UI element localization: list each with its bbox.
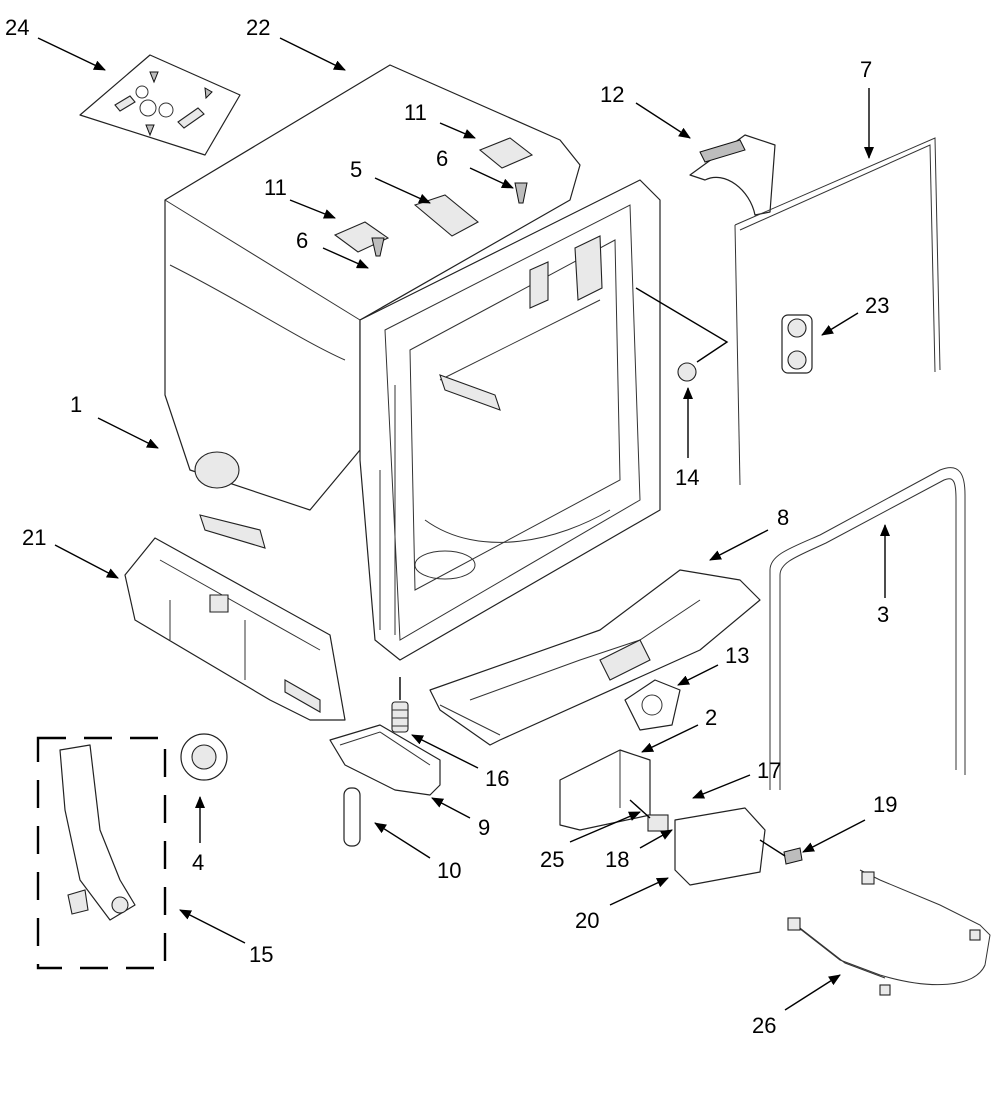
- callout-11a: 11: [404, 100, 427, 125]
- callout-9: 9: [478, 815, 490, 840]
- hardware-kit-bag: [79, 54, 241, 156]
- callout-7: 7: [860, 57, 872, 82]
- callout-3: 3: [877, 602, 889, 627]
- leader-16: [411, 734, 479, 769]
- leader-18: [639, 829, 673, 849]
- callout-14: 14: [675, 465, 699, 490]
- callout-12: 12: [600, 82, 624, 107]
- callout-1: 1: [70, 392, 82, 417]
- callout-18: 18: [605, 847, 629, 872]
- leader-19: [802, 819, 866, 853]
- leveling-leg: [391, 677, 409, 733]
- callout-17: 17: [757, 758, 781, 783]
- center-bracket: [413, 194, 479, 237]
- leader-22: [279, 37, 346, 71]
- leader-21: [54, 544, 119, 579]
- plug: [635, 287, 729, 382]
- screw-right: [514, 182, 528, 204]
- leader-12: [635, 102, 691, 139]
- door-gasket-side: [734, 137, 941, 486]
- leader-6a: [469, 167, 514, 189]
- base: [429, 569, 761, 746]
- drip-tray: [329, 724, 441, 796]
- callout-8: 8: [777, 505, 789, 530]
- leader-10: [374, 822, 431, 859]
- callout-21: 21: [22, 525, 46, 550]
- callout-6a: 6: [436, 146, 448, 171]
- leader-11a: [439, 122, 476, 139]
- callout-5: 5: [350, 157, 362, 182]
- leader-2: [641, 724, 699, 753]
- wire-harness: [787, 869, 991, 996]
- leader-6b: [322, 247, 369, 269]
- spacer-tube: [343, 787, 361, 847]
- mounting-bracket-right: [478, 137, 534, 169]
- leader-1: [97, 417, 159, 449]
- screw-left: [371, 237, 385, 257]
- mounting-bracket-left: [333, 221, 390, 253]
- bottom-door-gasket: [769, 467, 966, 790]
- callout-24: 24: [5, 15, 29, 40]
- leader-11b: [289, 199, 336, 219]
- leader-26: [784, 974, 841, 1011]
- insulation-blanket: [164, 64, 581, 549]
- callout-16: 16: [485, 766, 509, 791]
- callout-25: 25: [540, 847, 564, 872]
- base-front-frame: [124, 537, 346, 721]
- callout-labels: 1 2 3 4 5 6 6 7 8 9 10 11 11 12 13 14 15…: [5, 15, 897, 1038]
- leader-19-connector: [759, 839, 786, 857]
- callout-15: 15: [249, 942, 273, 967]
- callout-6b: 6: [296, 228, 308, 253]
- leader-20: [609, 877, 669, 906]
- corner-bracket: [689, 134, 776, 216]
- callout-4: 4: [192, 850, 204, 875]
- callout-13: 13: [725, 643, 749, 668]
- leader-8: [709, 529, 769, 561]
- leader-lines: [37, 37, 890, 1011]
- callout-26: 26: [752, 1013, 776, 1038]
- callout-22: 22: [246, 15, 270, 40]
- callout-10: 10: [437, 858, 461, 883]
- leader-24: [37, 37, 106, 71]
- motor-mount: [624, 679, 681, 731]
- pump-impeller: [180, 733, 228, 781]
- leader-5: [374, 177, 431, 204]
- leader-9: [431, 797, 471, 819]
- callout-23: 23: [865, 293, 889, 318]
- leader-2-connector: [629, 799, 651, 819]
- leader-17: [692, 774, 751, 799]
- callout-19: 19: [873, 792, 897, 817]
- leader-23: [821, 312, 859, 336]
- leader-15: [179, 909, 246, 944]
- leader-25: [569, 811, 641, 843]
- switch: [647, 814, 669, 832]
- cover-screw: [783, 847, 803, 865]
- wheel-assembly: [781, 314, 813, 374]
- leader-13: [677, 664, 719, 686]
- control-housing: [559, 749, 651, 831]
- junction-box-cover: [674, 807, 766, 886]
- kit-dashed-box: [36, 736, 167, 970]
- callout-2: 2: [705, 705, 717, 730]
- tub: [359, 179, 661, 661]
- callout-11b: 11: [264, 175, 287, 200]
- callout-20: 20: [575, 908, 599, 933]
